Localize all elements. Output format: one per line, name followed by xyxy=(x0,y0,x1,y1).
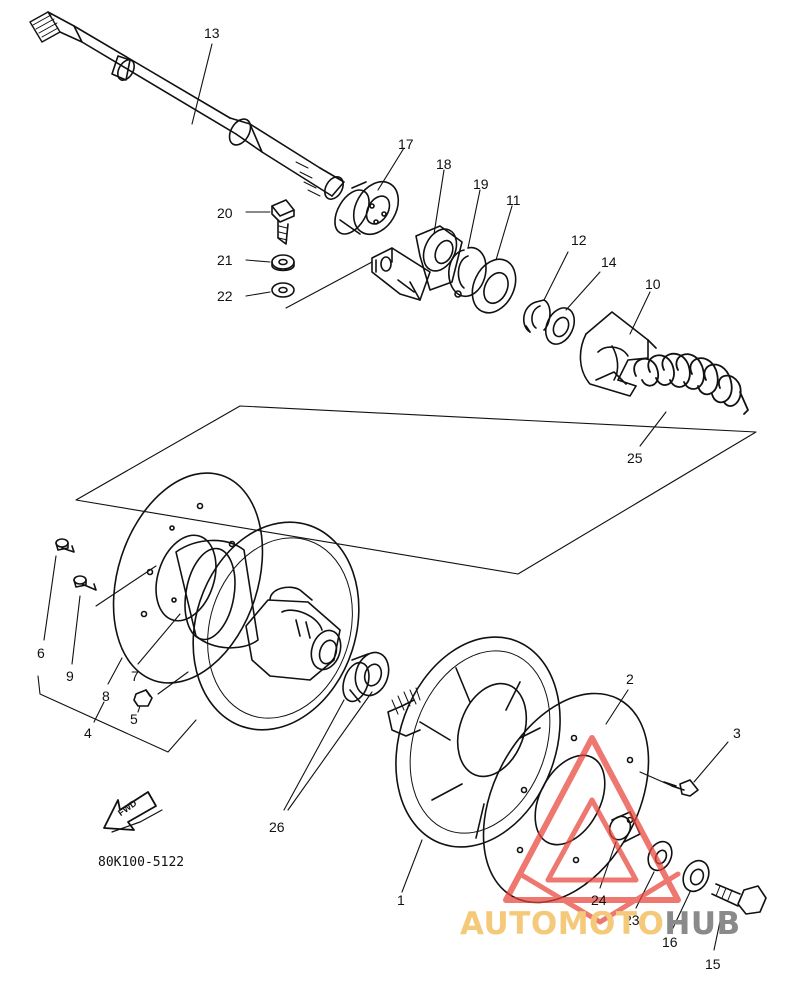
callout-21: 21 xyxy=(217,252,233,268)
cam-10 xyxy=(579,311,657,397)
callout-7: 7 xyxy=(131,668,139,684)
leader-13 xyxy=(191,43,213,125)
leader-17 xyxy=(377,147,405,191)
leader-3 xyxy=(693,741,729,783)
watermark-text-part2: HUB xyxy=(664,906,741,942)
callout-18: 18 xyxy=(436,156,452,172)
bearing-17 xyxy=(334,180,400,236)
group-bracket-4 xyxy=(37,675,197,753)
callout-15: 15 xyxy=(705,956,721,972)
assembly-outline xyxy=(75,405,757,575)
callout-14: 14 xyxy=(601,254,617,270)
callout-24: 24 xyxy=(591,892,607,908)
leader-16 xyxy=(671,891,691,931)
callout-10: 10 xyxy=(645,276,661,292)
leader-18 xyxy=(433,169,445,235)
leader-11 xyxy=(495,205,513,261)
bracket-18 xyxy=(371,225,463,301)
watermark-text-part1: AUTOMOTO xyxy=(460,906,665,942)
callout-16: 16 xyxy=(662,934,678,950)
callout-5: 5 xyxy=(130,711,138,727)
callout-3: 3 xyxy=(733,725,741,741)
fixed-sheave-1 xyxy=(387,636,561,848)
leader-1 xyxy=(401,839,423,893)
washer-14 xyxy=(544,307,576,345)
leader-22 xyxy=(245,291,271,297)
diagram-code: 80K100-5122 xyxy=(98,855,185,870)
washer-11 xyxy=(471,258,517,314)
dash-link-9 xyxy=(95,565,157,607)
washer-16 xyxy=(682,859,710,893)
dash-link-3 xyxy=(639,771,673,787)
leader-7 xyxy=(137,613,181,665)
watermark-text: AUTOMOTOHUB xyxy=(460,906,741,942)
leader-26-a xyxy=(283,699,345,811)
washer-22 xyxy=(271,282,295,298)
nut-5 xyxy=(133,689,153,707)
screw-9 xyxy=(73,575,97,591)
callout-2: 2 xyxy=(626,671,634,687)
callout-4: 4 xyxy=(84,725,92,741)
circlip-19 xyxy=(448,246,487,298)
bolt-15 xyxy=(711,883,767,915)
screw-6 xyxy=(55,538,75,553)
callout-9: 9 xyxy=(66,668,74,684)
bolt-20 xyxy=(271,199,295,245)
callout-1: 1 xyxy=(397,892,405,908)
back-plate-8 xyxy=(112,472,264,684)
spring-25 xyxy=(633,352,749,415)
dash-link-bolt xyxy=(285,261,373,309)
callout-22: 22 xyxy=(217,288,233,304)
callout-23: 23 xyxy=(624,912,640,928)
leader-19 xyxy=(467,189,481,249)
leader-15 xyxy=(713,911,723,951)
callout-19: 19 xyxy=(473,176,489,192)
callout-17: 17 xyxy=(398,136,414,152)
dash-link-5 xyxy=(157,671,189,695)
leader-10 xyxy=(629,291,651,335)
callout-6: 6 xyxy=(37,645,45,661)
washer-21 xyxy=(271,254,295,272)
leader-4 xyxy=(93,701,105,723)
movable-sheave xyxy=(192,521,360,731)
callout-8: 8 xyxy=(102,688,110,704)
callout-12: 12 xyxy=(571,232,587,248)
callout-13: 13 xyxy=(204,25,220,41)
watermark-logo-icon xyxy=(503,735,681,925)
leader-26-b xyxy=(287,691,373,811)
spacer-26 xyxy=(342,651,390,703)
leader-5 xyxy=(137,705,141,713)
leader-14 xyxy=(565,271,601,311)
callout-26: 26 xyxy=(269,819,285,835)
callout-20: 20 xyxy=(217,205,233,221)
leader-2 xyxy=(605,689,629,725)
callout-11: 11 xyxy=(506,192,521,208)
leader-25 xyxy=(639,411,667,447)
leader-21 xyxy=(245,259,271,263)
leader-8 xyxy=(107,657,123,685)
fwd-arrow-icon xyxy=(103,791,163,833)
leader-12 xyxy=(543,251,569,301)
callout-25: 25 xyxy=(627,450,643,466)
leader-6 xyxy=(43,555,57,641)
hub-sleeve xyxy=(175,539,259,649)
bolt-3 xyxy=(663,779,699,797)
shaft-13 xyxy=(29,11,345,200)
leader-9 xyxy=(71,595,81,665)
